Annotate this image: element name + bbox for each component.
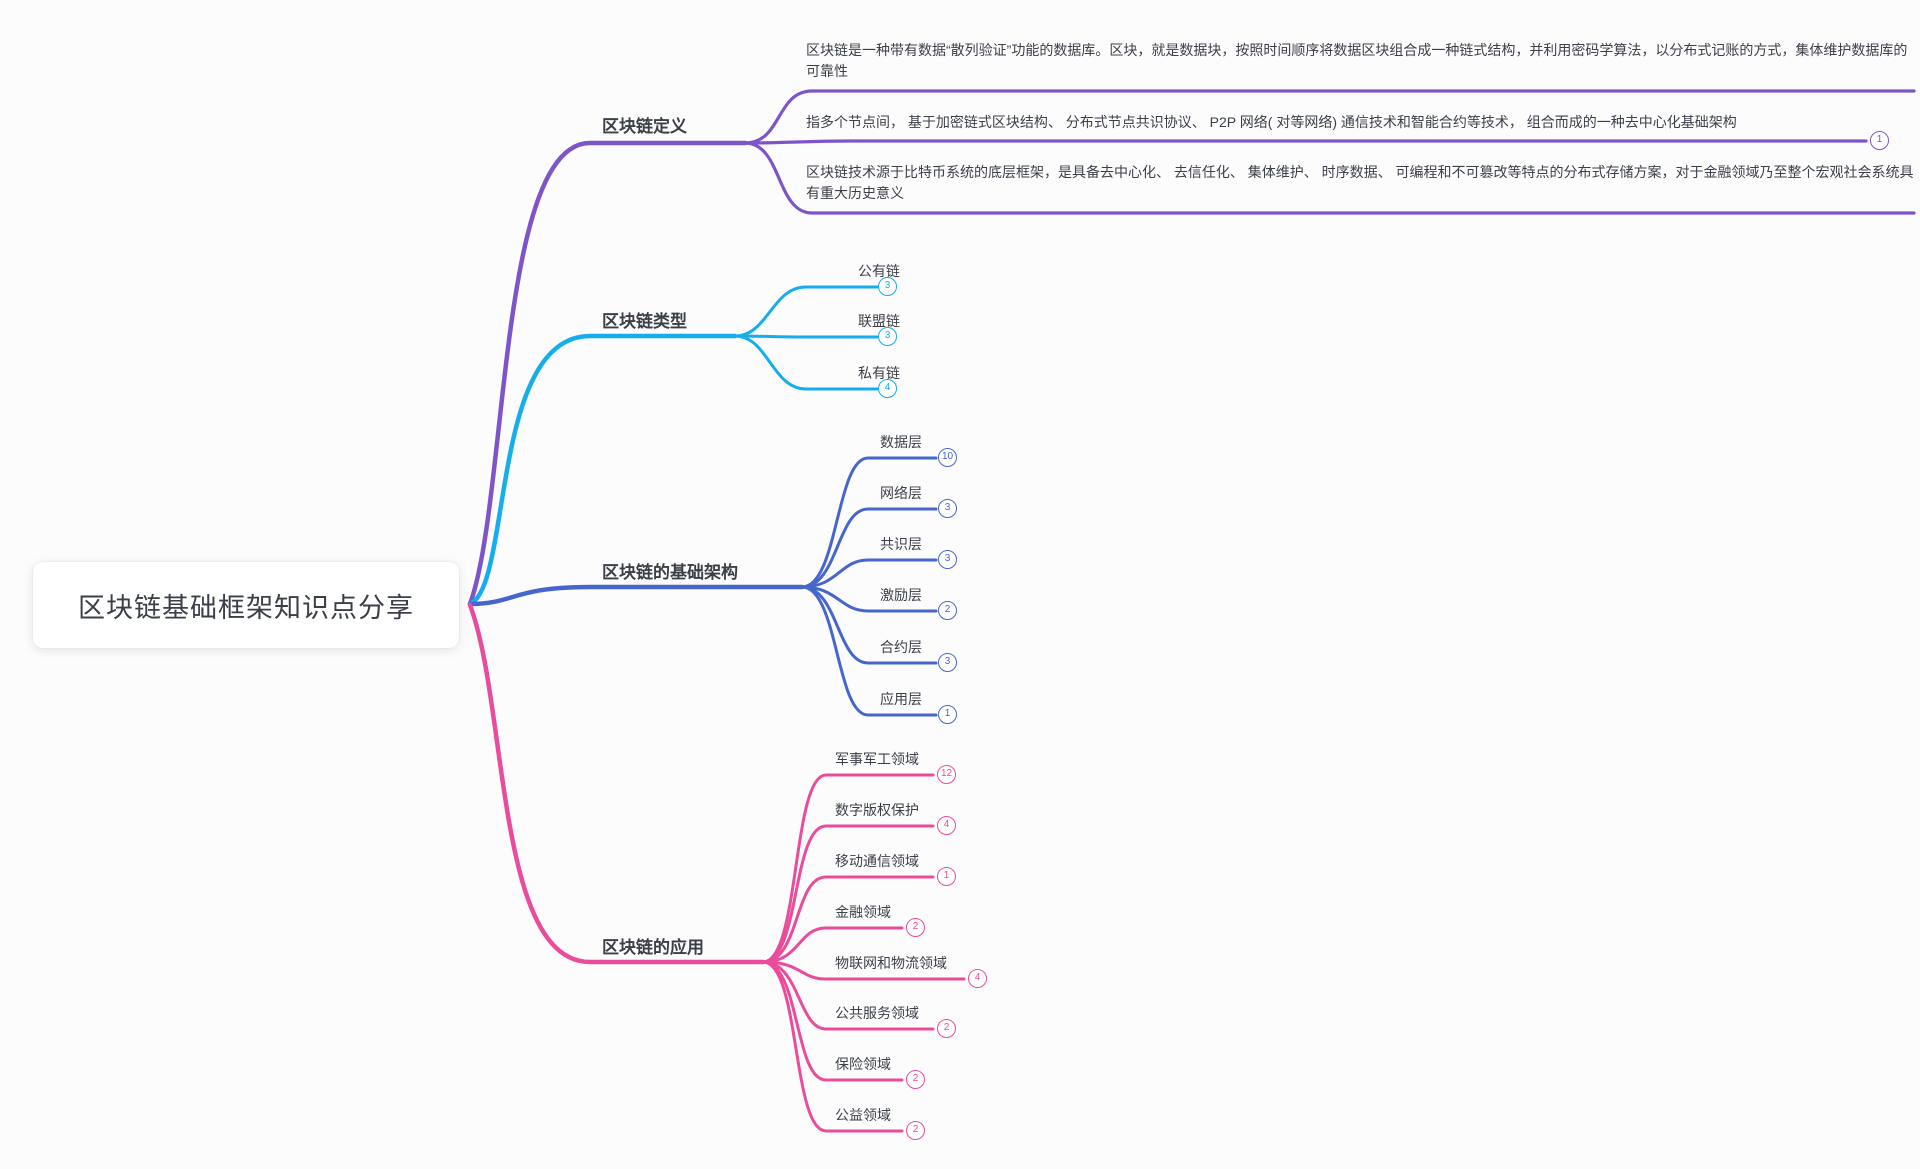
type-consortium-chain-count-badge[interactable]: 3 [878, 327, 897, 346]
arch-network-layer[interactable]: 网络层 [880, 485, 922, 501]
app-iot-logistics-count-badge[interactable]: 4 [968, 969, 987, 988]
type-private-chain[interactable]: 私有链 [858, 365, 900, 381]
app-mobile-communication-count-badge[interactable]: 1 [937, 867, 956, 886]
app-mobile-communication[interactable]: 移动通信领域 [835, 853, 919, 869]
definition-item-1[interactable]: 区块链是一种带有数据“散列验证”功能的数据库。区块，就是数据块，按照时间顺序将数… [806, 42, 1908, 79]
branch-architecture[interactable]: 区块链的基础架构 [602, 563, 738, 582]
arch-contract-layer[interactable]: 合约层 [880, 639, 922, 655]
arch-application-layer-count-badge[interactable]: 1 [938, 705, 957, 724]
type-public-chain[interactable]: 公有链 [858, 263, 900, 279]
app-insurance-field[interactable]: 保险领域 [835, 1056, 891, 1072]
app-public-service-count-badge[interactable]: 2 [937, 1019, 956, 1038]
definition-item-3[interactable]: 区块链技术源于比特币系统的底层框架，是具备去中心化、 去信任化、 集体维护、 时… [806, 164, 1914, 201]
arch-consensus-layer[interactable]: 共识层 [880, 536, 922, 552]
app-public-service[interactable]: 公共服务领域 [835, 1005, 919, 1021]
app-military-field-count-badge[interactable]: 12 [937, 765, 956, 784]
app-insurance-field-count-badge[interactable]: 2 [906, 1070, 925, 1089]
type-private-chain-count-badge[interactable]: 4 [878, 379, 897, 398]
branch-types[interactable]: 区块链类型 [602, 312, 687, 331]
arch-contract-layer-count-badge[interactable]: 3 [938, 653, 957, 672]
arch-data-layer[interactable]: 数据层 [880, 434, 922, 450]
app-digital-copyright-count-badge[interactable]: 4 [937, 816, 956, 835]
arch-incentive-layer-count-badge[interactable]: 2 [938, 601, 957, 620]
type-public-chain-count-badge[interactable]: 3 [878, 277, 897, 296]
definition-item-2-count-badge[interactable]: 1 [1870, 131, 1889, 150]
app-charity-field-count-badge[interactable]: 2 [906, 1121, 925, 1140]
app-military-field[interactable]: 军事军工领域 [835, 751, 919, 767]
arch-network-layer-count-badge[interactable]: 3 [938, 499, 957, 518]
definition-item-2[interactable]: 指多个节点间， 基于加密链式区块结构、 分布式节点共识协议、 P2P 网络( 对… [806, 114, 1737, 130]
app-charity-field[interactable]: 公益领域 [835, 1107, 891, 1123]
root-node[interactable]: 区块链基础框架知识点分享 [33, 562, 459, 648]
arch-consensus-layer-count-badge[interactable]: 3 [938, 550, 957, 569]
app-digital-copyright[interactable]: 数字版权保护 [835, 802, 919, 818]
arch-application-layer[interactable]: 应用层 [880, 691, 922, 707]
branch-application[interactable]: 区块链的应用 [602, 938, 704, 957]
arch-incentive-layer[interactable]: 激励层 [880, 587, 922, 603]
branch-types-lines [467, 285, 879, 607]
arch-data-layer-count-badge[interactable]: 10 [938, 448, 957, 467]
branch-definition[interactable]: 区块链定义 [602, 117, 687, 136]
type-consortium-chain[interactable]: 联盟链 [858, 313, 900, 329]
branch-architecture-lines [467, 456, 938, 717]
app-finance-field[interactable]: 金融领域 [835, 904, 891, 920]
app-iot-logistics[interactable]: 物联网和物流领域 [835, 955, 947, 971]
app-finance-field-count-badge[interactable]: 2 [906, 918, 925, 937]
